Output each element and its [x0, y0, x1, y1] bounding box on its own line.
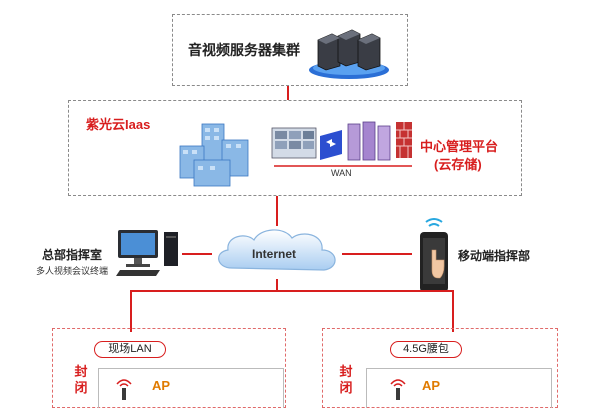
mobile-phone-icon [420, 218, 448, 292]
server-rack-icon [347, 121, 391, 161]
internet-label: Internet [252, 247, 297, 261]
switch-icon [320, 130, 342, 160]
link-internet-sites [276, 279, 278, 291]
link-right-site [452, 290, 454, 332]
right-ap-icon [390, 379, 406, 400]
right-ap-frame [366, 368, 552, 408]
wan-label: WAN [331, 168, 352, 178]
link-internet-mobile [342, 253, 412, 255]
hq-title: 总部指挥室 [42, 248, 103, 262]
link-internet-hq [182, 253, 212, 255]
link-cloud-internet [276, 196, 278, 226]
server-cluster-icon [309, 29, 389, 79]
left-ap-icon [116, 379, 132, 400]
left-ap-label: AP [152, 378, 171, 393]
center-platform-sublabel: (云存储) [434, 157, 482, 172]
left-site-pill: 现场LAN [94, 341, 166, 358]
server-cluster-box [172, 14, 408, 86]
right-site-pill: 4.5G腰包 [390, 341, 462, 358]
left-ap-frame [98, 368, 284, 408]
mobile-command-label: 移动端指挥部 [458, 249, 531, 263]
datacenter-buildings-icon [179, 123, 249, 187]
link-left-site [130, 290, 132, 332]
iaas-label: 紫光云Iaas [86, 117, 151, 132]
sites-bus [130, 290, 454, 292]
right-site-vertical-label: 封闭 [339, 364, 353, 395]
center-platform-label: 中心管理平台 [420, 139, 499, 154]
hq-subtitle: 多人视频会议终端 [36, 266, 109, 276]
link-top-cloud [287, 86, 289, 100]
internet-cloud-icon [218, 229, 336, 271]
device-row-icons [271, 121, 412, 167]
firewall-icon [396, 122, 412, 158]
server-cluster-label: 音视频服务器集群 [188, 42, 300, 58]
right-ap-label: AP [422, 378, 441, 393]
iaas-box [68, 100, 522, 196]
desktop-computer-icon [116, 230, 178, 276]
left-site-vertical-label: 封闭 [74, 364, 88, 395]
video-wall-icon [271, 127, 317, 159]
